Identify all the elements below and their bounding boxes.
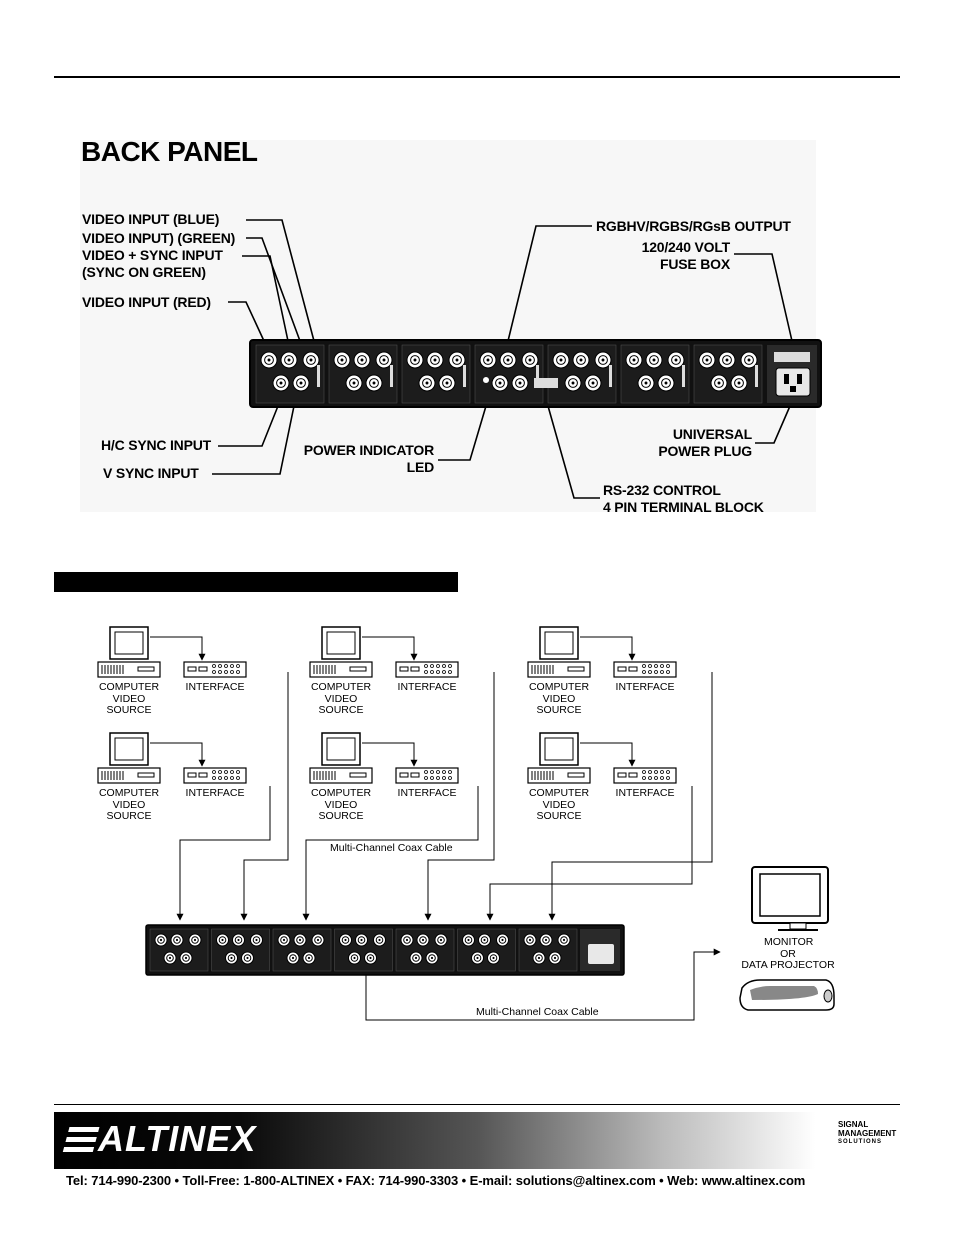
label-fuse-2: FUSE BOX xyxy=(660,256,730,272)
leader-output xyxy=(507,225,592,342)
unit-module xyxy=(272,928,332,972)
interface-label: INTERFACE xyxy=(185,787,245,799)
leader-rs232 xyxy=(547,405,600,499)
unit-module xyxy=(211,928,270,972)
cable-label-1: Multi-Channel Coax Cable xyxy=(330,842,453,854)
computer-station xyxy=(527,732,677,784)
monitor-label-3: DATA PROJECTOR xyxy=(741,959,835,971)
label-video-sync-2: (SYNC ON GREEN) xyxy=(82,264,206,280)
computer-label-1: COMPUTER xyxy=(98,787,160,799)
output-cable xyxy=(365,948,721,1021)
label-video-red: VIDEO INPUT (RED) xyxy=(82,294,211,310)
label-v-sync: V SYNC INPUT xyxy=(103,465,199,481)
computer-label-1: COMPUTER xyxy=(528,681,590,693)
rs232-terminal-block xyxy=(534,378,558,388)
interface-label: INTERFACE xyxy=(397,787,457,799)
computer-label-2: VIDEO xyxy=(324,799,358,811)
label-power-led-2: LED xyxy=(406,459,435,475)
label-video-blue: VIDEO INPUT (BLUE) xyxy=(82,211,220,227)
leader-video-sync xyxy=(242,255,289,342)
system-diagram xyxy=(97,626,835,1021)
leader-fuse xyxy=(734,253,793,342)
leader-plug xyxy=(755,405,791,444)
computer-label-3: SOURCE xyxy=(536,810,582,822)
input-module xyxy=(693,344,763,404)
computer-label-2: VIDEO xyxy=(112,799,146,811)
computer-station xyxy=(97,732,247,784)
label-output: RGBHV/RGBS/RGsB OUTPUT xyxy=(596,218,791,234)
interface-label: INTERFACE xyxy=(397,681,457,693)
unit-module xyxy=(149,928,209,972)
computer-label-2: VIDEO xyxy=(112,693,146,705)
computer-label-1: COMPUTER xyxy=(310,681,372,693)
monitor-icon xyxy=(751,866,829,931)
cable-4 xyxy=(424,672,495,921)
interface-label: INTERFACE xyxy=(185,681,245,693)
input-module xyxy=(620,344,690,404)
computer-label-1: COMPUTER xyxy=(98,681,160,693)
computer-label-2: VIDEO xyxy=(324,693,358,705)
fuse-box xyxy=(774,352,810,362)
label-plug-1: UNIVERSAL xyxy=(672,426,752,442)
input-module xyxy=(401,344,471,404)
computer-station xyxy=(527,626,677,678)
input-module xyxy=(328,344,398,404)
input-module xyxy=(474,344,544,404)
signal-management-logo: SIGNAL MANAGEMENT SOLUTIONS xyxy=(838,1120,897,1145)
label-plug-2: POWER PLUG xyxy=(658,443,752,459)
leader-hc-sync xyxy=(218,405,279,447)
back-panel-drawing xyxy=(54,219,822,592)
computer-station xyxy=(97,626,247,678)
computer-label-1: COMPUTER xyxy=(528,787,590,799)
cable-6 xyxy=(548,672,713,921)
label-rs232-2: 4 PIN TERMINAL BLOCK xyxy=(603,499,764,515)
leader-v-sync xyxy=(212,405,295,475)
back-panel-background xyxy=(80,140,816,512)
monitor-label-2: OR xyxy=(780,948,796,960)
monitor-label-1: MONITOR xyxy=(764,936,814,948)
label-hc-sync: H/C SYNC INPUT xyxy=(101,437,211,453)
computer-station xyxy=(309,732,459,784)
leader-video-green xyxy=(246,237,301,342)
computer-label-2: VIDEO xyxy=(542,693,576,705)
label-power-led-1: POWER INDICATOR xyxy=(303,442,434,458)
cable-3 xyxy=(302,786,479,921)
label-video-green: VIDEO INPUT) (GREEN) xyxy=(82,230,236,246)
computer-label-3: SOURCE xyxy=(106,704,152,716)
back-panel-title: BACK PANEL xyxy=(81,136,258,167)
interface-label: INTERFACE xyxy=(615,787,675,799)
cable-1 xyxy=(176,786,271,921)
unit-module xyxy=(518,928,578,972)
header-rule xyxy=(54,76,900,78)
cable-5 xyxy=(486,786,693,921)
label-fuse-1: 120/240 VOLT xyxy=(641,239,731,255)
input-module xyxy=(255,344,325,404)
footer-contact: Tel: 714-990-2300 • Toll-Free: 1-800-ALT… xyxy=(66,1173,806,1188)
projector-icon xyxy=(739,979,835,1011)
computer-label-3: SOURCE xyxy=(318,704,364,716)
footer-band xyxy=(54,1112,900,1169)
altinex-logo: ALTINEX xyxy=(62,1118,256,1160)
leader-power-led xyxy=(438,405,487,461)
computer-label-3: SOURCE xyxy=(318,810,364,822)
label-video-sync-1: VIDEO + SYNC INPUT xyxy=(82,247,223,263)
footer-rule xyxy=(54,1104,900,1105)
unit-module xyxy=(334,928,393,972)
unit-module xyxy=(457,928,516,972)
computer-label-3: SOURCE xyxy=(536,704,582,716)
power-indicator-led xyxy=(483,377,489,383)
cable-2 xyxy=(240,672,289,921)
input-module xyxy=(547,344,617,404)
label-rs232-1: RS-232 CONTROL xyxy=(603,482,721,498)
computer-label-3: SOURCE xyxy=(106,810,152,822)
interface-label: INTERFACE xyxy=(615,681,675,693)
computer-label-1: COMPUTER xyxy=(310,787,372,799)
computer-station xyxy=(309,626,459,678)
unit-module xyxy=(395,928,455,972)
section-bar xyxy=(54,572,458,592)
cable-label-2: Multi-Channel Coax Cable xyxy=(476,1006,599,1018)
computer-label-2: VIDEO xyxy=(542,799,576,811)
leader-video-red xyxy=(228,301,265,342)
leader-video-blue xyxy=(246,219,315,342)
